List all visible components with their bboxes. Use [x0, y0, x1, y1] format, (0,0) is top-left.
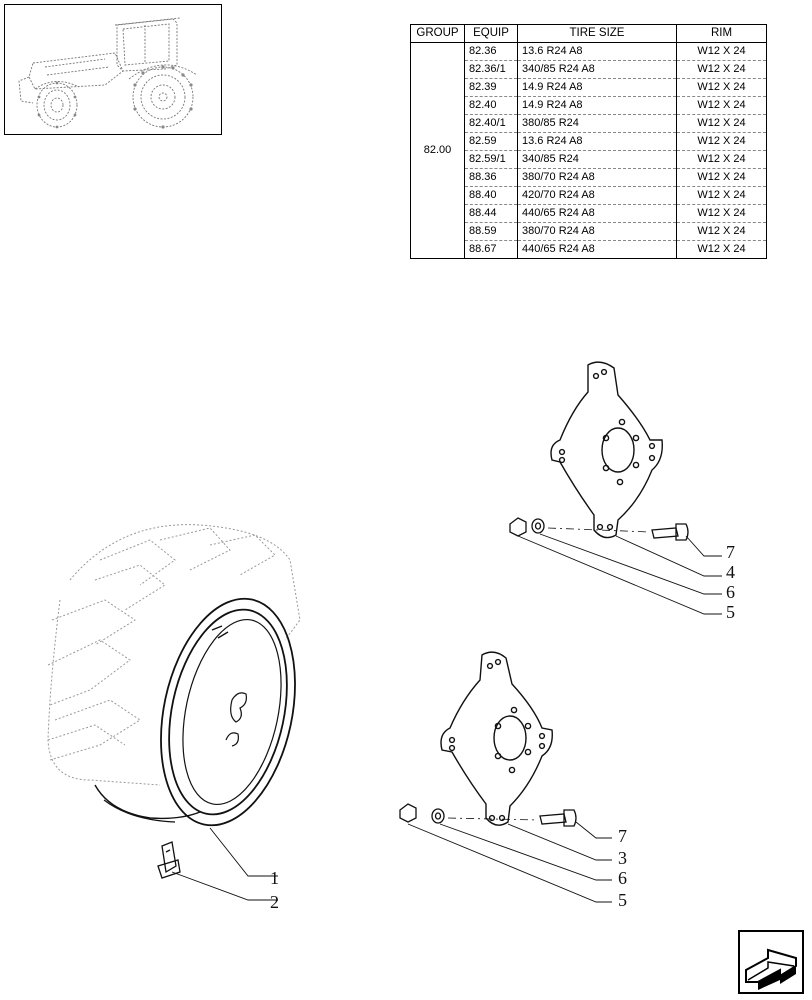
callout-4-upper: 4 [726, 562, 735, 582]
tire-cell: 380/70 R24 A8 [517, 168, 677, 187]
group-cell: 82.00 [410, 42, 465, 259]
rim-cell: W12 X 24 [676, 150, 767, 169]
equip-cell: 82.40 [464, 96, 518, 115]
callout-6-lower: 6 [618, 868, 627, 888]
tire-cell: 440/65 R24 A8 [517, 204, 677, 223]
header-tire-size: TIRE SIZE [517, 24, 677, 43]
equip-cell: 88.44 [464, 204, 518, 223]
table-row: 88.44 440/65 R24 A8 W12 X 24 [411, 204, 767, 223]
tractor-thumbnail-icon [18, 17, 198, 129]
bolt-upper [651, 527, 679, 539]
nut-upper [509, 517, 527, 537]
header-equip: EQUIP [464, 24, 518, 43]
tractor-thumbnail [4, 4, 222, 135]
equip-cell: 88.67 [464, 240, 518, 259]
rim-cell: W12 X 24 [676, 204, 767, 223]
wheel-weight-lower [440, 651, 553, 826]
equip-cell: 82.59/1 [464, 150, 518, 169]
tire-cell: 340/85 R24 A8 [517, 60, 677, 79]
equip-cell: 88.59 [464, 222, 518, 241]
next-page-arrow-icon [738, 930, 804, 994]
callout-3-lower: 3 [618, 848, 627, 868]
rim-cell: W12 X 24 [676, 60, 767, 79]
callout-7-upper: 7 [726, 542, 735, 562]
wheel-weight-upper [550, 361, 663, 539]
rim [94, 597, 296, 827]
rim-cell: W12 X 24 [676, 168, 767, 187]
nut-lower [399, 803, 417, 823]
rim-cell: W12 X 24 [676, 78, 767, 97]
table-row: 88.59 380/70 R24 A8 W12 X 24 [411, 222, 767, 241]
equip-cell: 88.40 [464, 186, 518, 205]
table-row: 88.40 420/70 R24 A8 W12 X 24 [411, 186, 767, 205]
table-row: 82.39 14.9 R24 A8 W12 X 24 [411, 78, 767, 97]
rim-cell: W12 X 24 [676, 114, 767, 133]
next-page-arrow-button[interactable] [738, 930, 804, 994]
washer-lower [431, 808, 445, 824]
table-row: 88.67 440/65 R24 A8 W12 X 24 [411, 240, 767, 259]
upper-hardware [509, 517, 689, 541]
rim-cell: W12 X 24 [676, 132, 767, 151]
tire-cell: 380/85 R24 [517, 114, 677, 133]
tire-cell: 440/65 R24 A8 [517, 240, 677, 259]
table-row: 82.59 13.6 R24 A8 W12 X 24 [411, 132, 767, 151]
header-rim: RIM [676, 24, 767, 43]
table-row: 82.00 82.36 13.6 R24 A8 W12 X 24 [410, 42, 767, 259]
table-row: 82.36/1 340/85 R24 A8 W12 X 24 [411, 60, 767, 79]
callout-5-lower: 5 [618, 890, 627, 910]
equip-cell: 82.36 [464, 42, 518, 61]
callout-1: 1 [270, 868, 279, 888]
table-row: 82.40/1 380/85 R24 W12 X 24 [411, 114, 767, 133]
callout-7-lower: 7 [618, 826, 627, 846]
callout-2: 2 [270, 892, 279, 912]
rim-cell: W12 X 24 [676, 222, 767, 241]
callout-5-upper: 5 [726, 602, 735, 622]
equip-cell: 82.36/1 [464, 60, 518, 79]
callout-6-upper: 6 [726, 582, 735, 602]
washer-upper [531, 518, 545, 534]
table-row: 82.40 14.9 R24 A8 W12 X 24 [411, 96, 767, 115]
equip-cell: 82.40/1 [464, 114, 518, 133]
rim-cell: W12 X 24 [676, 96, 767, 115]
table-row: 88.36 380/70 R24 A8 W12 X 24 [411, 168, 767, 187]
tire-valve [157, 841, 181, 879]
tire-cell: 13.6 R24 A8 [517, 132, 677, 151]
leader-lines [171, 533, 722, 903]
rim-cell: W12 X 24 [676, 42, 767, 61]
tire-cell: 420/70 R24 A8 [517, 186, 677, 205]
table-row: 82.59/1 340/85 R24 W12 X 24 [411, 150, 767, 169]
tire-cell: 14.9 R24 A8 [517, 96, 677, 115]
rim-cell: W12 X 24 [676, 240, 767, 259]
lower-hardware [399, 803, 577, 827]
bolt-lower [539, 813, 567, 825]
callout-numbers: 1 2 7 4 6 5 7 3 6 5 [270, 542, 735, 912]
tire-rim-table: GROUP EQUIP TIRE SIZE RIM 82.00 82.36 13… [410, 24, 767, 259]
tire-cell: 14.9 R24 A8 [517, 78, 677, 97]
tire-cell: 380/70 R24 A8 [517, 222, 677, 241]
tire-outline [47, 524, 301, 786]
equip-cell: 82.59 [464, 132, 518, 151]
header-group: GROUP [410, 24, 465, 43]
rim-cell: W12 X 24 [676, 186, 767, 205]
table-header-row: GROUP EQUIP TIRE SIZE RIM [410, 24, 767, 43]
